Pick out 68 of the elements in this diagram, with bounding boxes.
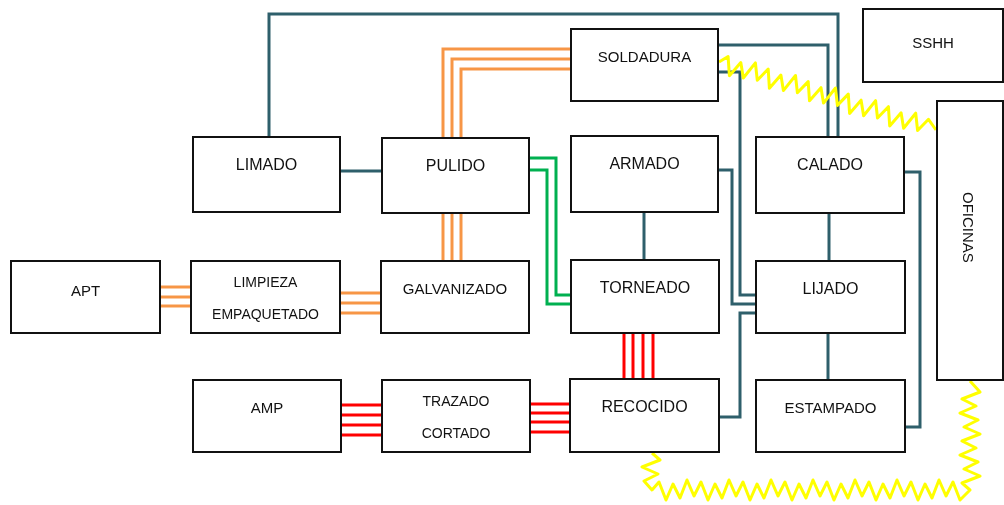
process-box (570, 135, 719, 213)
process-box (10, 260, 161, 334)
process-box (570, 28, 719, 102)
connector-line (450, 214, 454, 260)
connector-line (531, 430, 569, 434)
node-label: ESTAMPADO (783, 399, 878, 416)
connector-line (826, 334, 830, 379)
connector-line (459, 214, 463, 260)
connector-line (719, 168, 755, 306)
connector-line (161, 285, 190, 289)
connector-line (161, 295, 190, 299)
node-label: SSHH (911, 34, 955, 51)
node-label: RECOCIDO (600, 398, 689, 416)
process-box (570, 259, 720, 334)
node-label: AMP (249, 399, 285, 416)
connector-line (342, 423, 381, 427)
connector-line (341, 301, 380, 305)
node-label: LIMPIEZA EMPAQUETADO (211, 273, 320, 324)
connector-line (341, 311, 380, 315)
connector-line (531, 420, 569, 424)
process-box (380, 260, 530, 334)
connector-line (441, 214, 445, 260)
node-label: SOLDADURA (596, 48, 693, 65)
connector-line (267, 12, 840, 136)
connector-line (341, 291, 380, 295)
node-label: LIMADO (234, 156, 299, 174)
connector-line (531, 402, 569, 406)
connector-line (341, 169, 381, 173)
connector-line (342, 413, 381, 417)
process-box (381, 137, 530, 214)
process-box (192, 379, 342, 453)
connector-line (441, 47, 570, 137)
process-box (862, 8, 1004, 83)
node-label: APT (69, 282, 102, 299)
node-label: PULIDO (424, 157, 487, 175)
process-box (936, 100, 1004, 381)
process-box (755, 260, 906, 334)
connector-line (641, 334, 645, 378)
connector-line (827, 214, 831, 260)
node-label: TRAZADO CORTADO (420, 392, 492, 443)
node-label: OFICINAS (960, 192, 977, 263)
node-label: GALVANIZADO (401, 280, 509, 297)
process-box (755, 379, 906, 453)
node-label: CALADO (796, 156, 864, 174)
connector-line (719, 70, 755, 297)
process-box (192, 136, 341, 213)
zigzag-connector (640, 380, 982, 502)
connector-line (342, 403, 381, 407)
connector-line (459, 67, 570, 137)
connector-line (161, 304, 190, 308)
process-box (569, 378, 720, 453)
connector-line (622, 334, 626, 378)
node-label: ARMADO (608, 155, 681, 173)
node-label: TORNEADO (598, 279, 692, 297)
connector-line (531, 411, 569, 415)
zigzag-connector (718, 55, 938, 132)
connector-line (651, 334, 655, 378)
connector-line (642, 213, 646, 259)
connector-line (342, 433, 381, 437)
connector-line (905, 170, 922, 429)
connector-line (720, 311, 755, 419)
connector-line (450, 57, 570, 137)
process-box (190, 260, 341, 334)
connector-line (719, 43, 830, 136)
process-box (755, 136, 905, 214)
connector-line (631, 334, 635, 378)
process-box (381, 379, 531, 453)
node-label: LIJADO (801, 280, 860, 298)
